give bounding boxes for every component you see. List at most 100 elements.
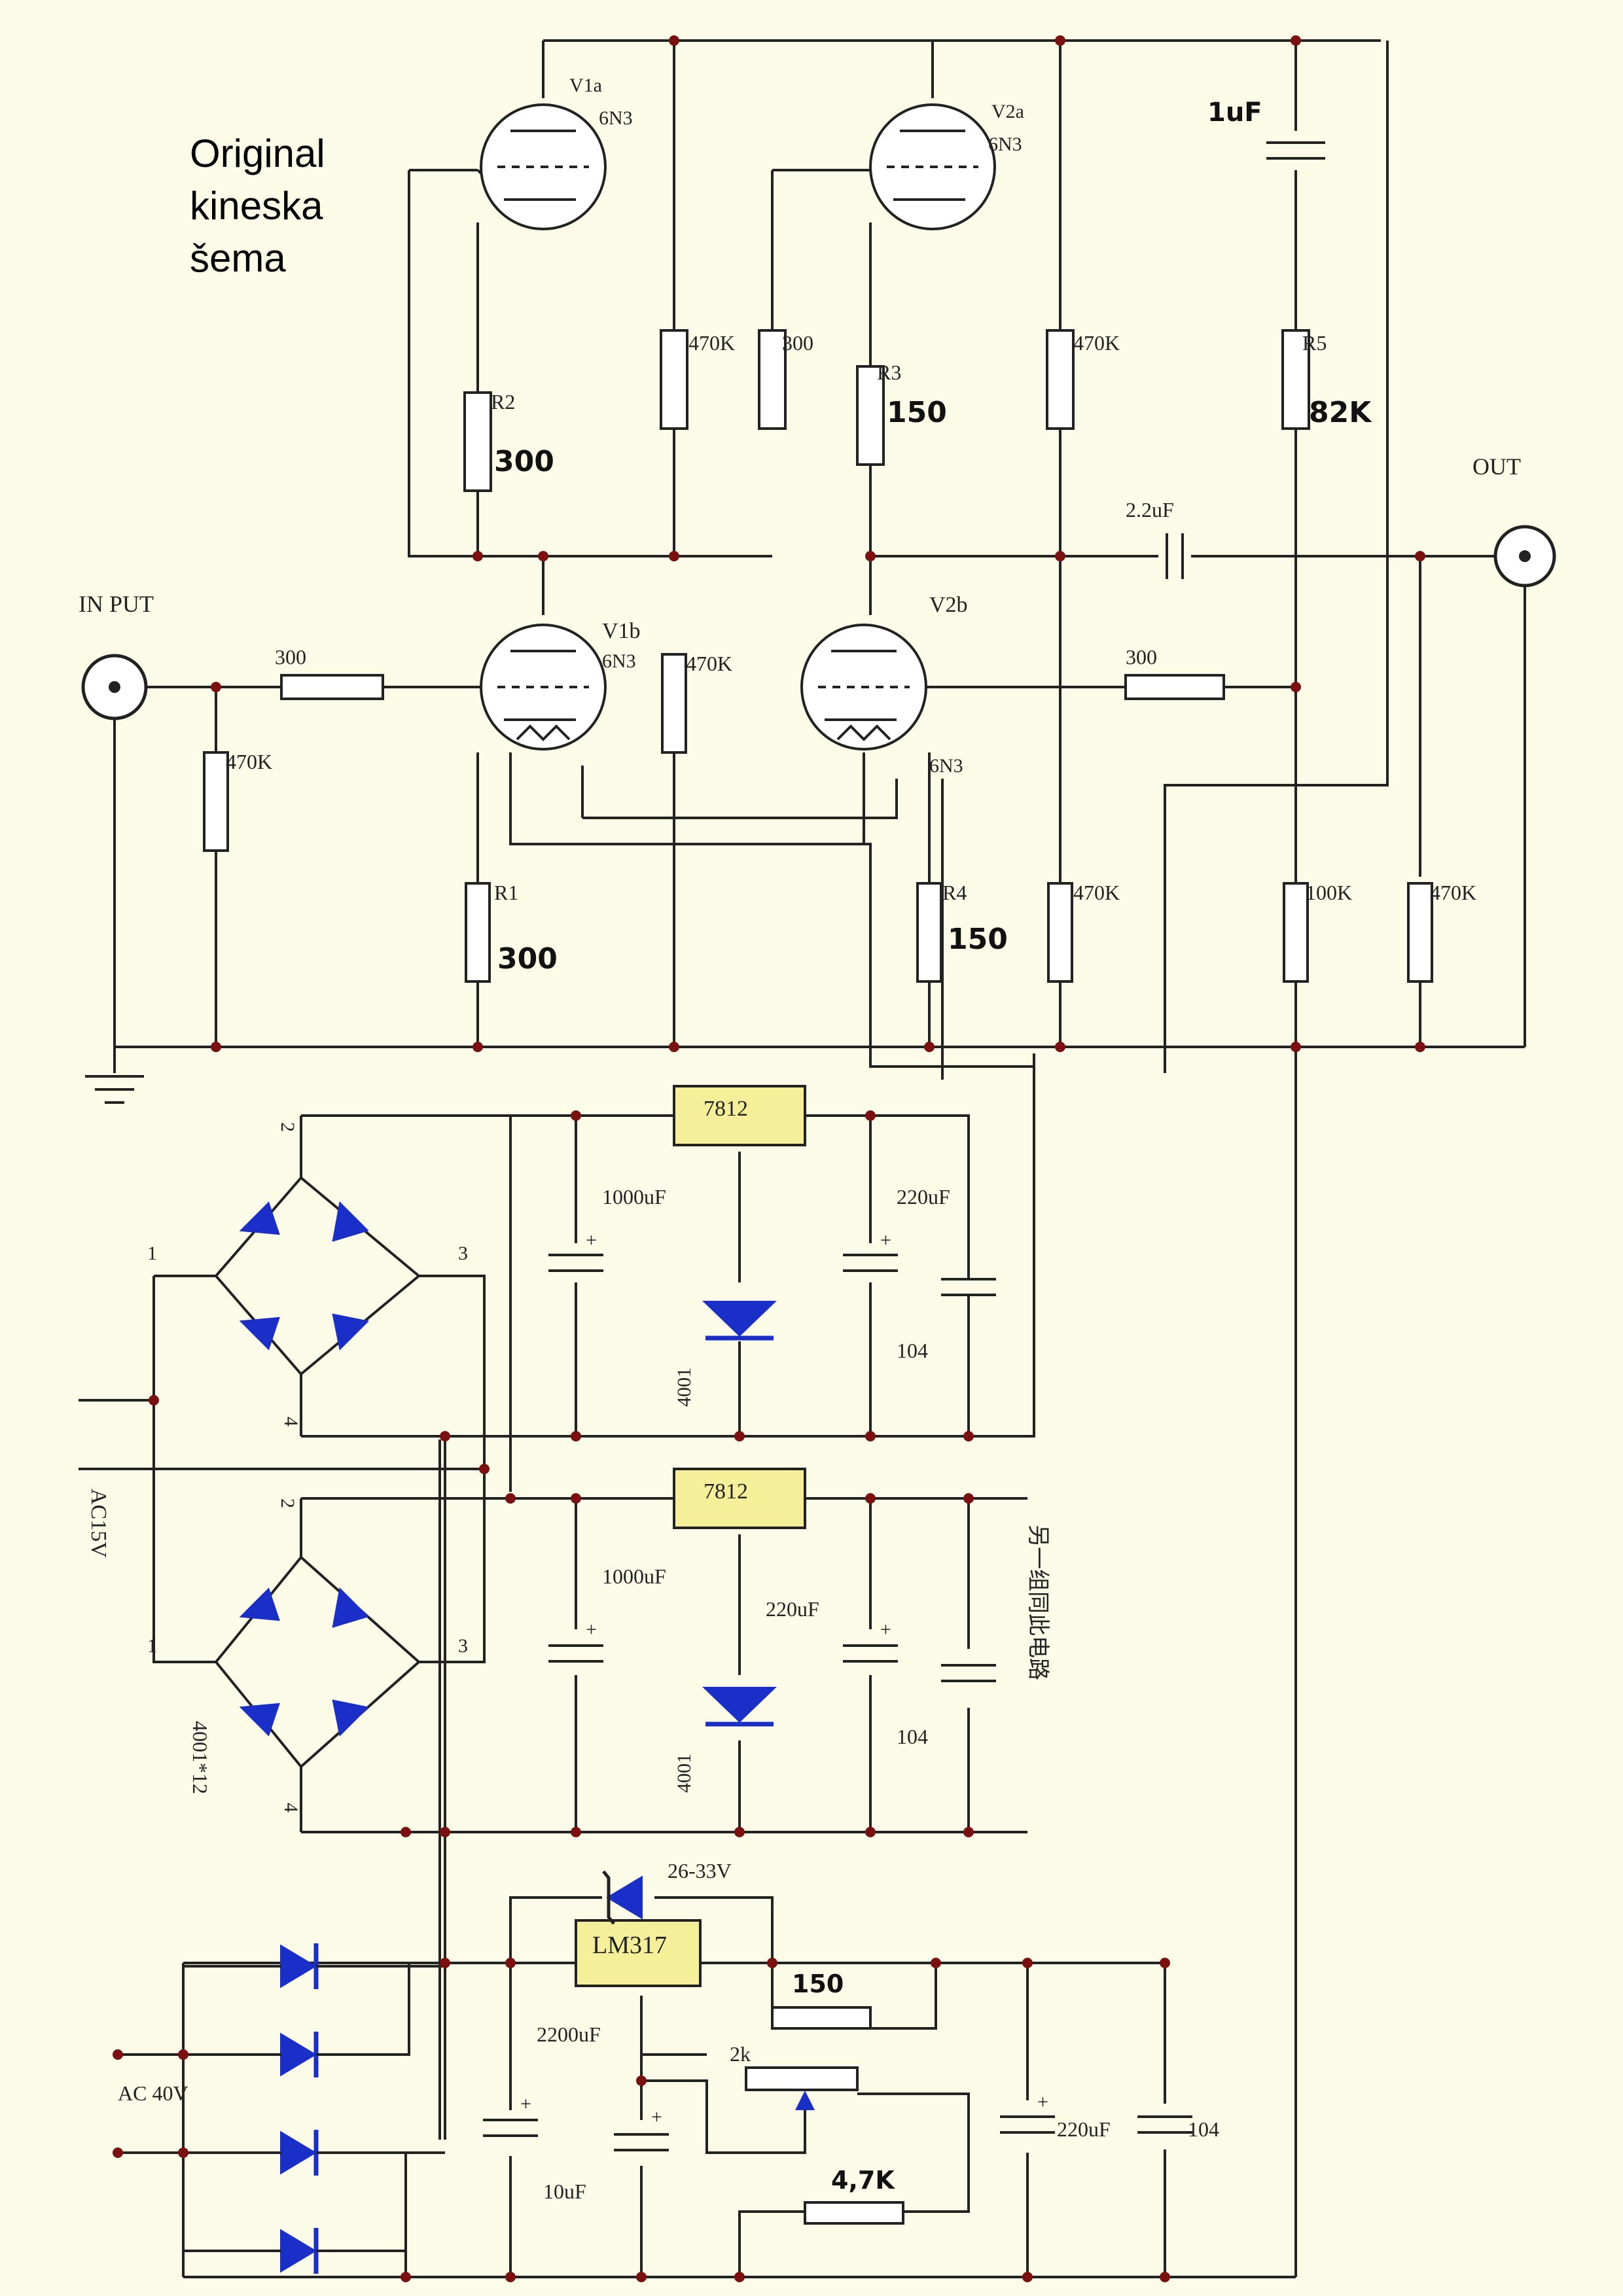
r-470k-top-b: 470K xyxy=(1073,331,1120,355)
resistor-470k-top-a xyxy=(660,329,688,430)
zener-diode xyxy=(602,1870,643,1925)
svg-text:+: + xyxy=(520,2093,531,2115)
resistor-r2 xyxy=(463,391,492,492)
ground-symbol xyxy=(85,1075,144,1104)
r4-name: R4 xyxy=(942,881,967,904)
tube-v2a-type: 6N3 xyxy=(988,133,1022,155)
vacuum-tubes xyxy=(480,103,996,751)
resistor-r4 xyxy=(916,882,942,983)
diode-b-label: 4001 xyxy=(673,1754,695,1793)
capacitor-220uf-a: + xyxy=(841,1229,900,1282)
capacitor-220uf-b: + xyxy=(841,1619,900,1675)
pin-2b: 2 xyxy=(277,1498,298,1508)
capacitor-2.2uf xyxy=(1158,533,1191,579)
diodes xyxy=(183,1176,777,2274)
resistor-4k7 xyxy=(804,2201,904,2225)
note-line-2: kineska xyxy=(190,184,323,228)
capacitor-104-b xyxy=(939,1652,998,1698)
r1-name: R1 xyxy=(494,881,518,904)
r-150-label: 150 xyxy=(792,1969,844,1998)
wires xyxy=(79,39,1526,2278)
r3-name: R3 xyxy=(877,361,901,384)
reg3-label: LM317 xyxy=(592,1932,667,1959)
cap-104-c-label: 104 xyxy=(1188,2117,1219,2141)
cap-1000-b: 1000uF xyxy=(602,1564,666,1588)
r-in-series: 300 xyxy=(275,645,306,669)
tube-v1a xyxy=(480,103,607,230)
cap-2200-label: 2200uF xyxy=(537,2022,601,2046)
capacitor-220uf-c: + xyxy=(998,2091,1057,2153)
junction-dots xyxy=(113,35,1425,2282)
labels: Original kineska šema V1a 6N3 V2a 6N3 V1… xyxy=(79,75,1521,2203)
diode-a-label: 4001 xyxy=(673,1368,695,1407)
pot-wiper-arrow xyxy=(795,2091,815,2110)
resistor-r3 xyxy=(856,365,885,466)
tube-v2a-name: V2a xyxy=(991,101,1024,122)
r2-value: 300 xyxy=(494,445,554,478)
resistor-input-shunt xyxy=(203,751,229,852)
diode-4001-b xyxy=(702,1687,777,1727)
connectors xyxy=(81,525,1556,1104)
r3-value: 150 xyxy=(887,396,947,429)
resistor-470k-bot-a xyxy=(1047,882,1073,983)
reg1-label: 7812 xyxy=(704,1097,748,1121)
r5-name: R5 xyxy=(1302,331,1327,355)
bridge-diodes-label: 4001*12 xyxy=(188,1721,212,1794)
bridge-rectifier-2 xyxy=(214,1555,421,1769)
r-100k: 100K xyxy=(1306,881,1352,904)
output-jack[interactable] xyxy=(1493,525,1556,588)
svg-text:+: + xyxy=(880,1229,891,1251)
note-line-3: šema xyxy=(190,236,286,280)
resistor-470k-mid xyxy=(661,653,687,754)
tube-v1b-name: V1b xyxy=(602,619,641,643)
pot-2k-label: 2k xyxy=(730,2042,751,2066)
tube-v2b-name: V2b xyxy=(929,593,968,617)
input-label: IN PUT xyxy=(79,591,154,617)
r-4k7-label: 4,7K xyxy=(831,2166,895,2195)
c-out-value: 2.2uF xyxy=(1126,498,1174,521)
resistor-470k-top-b xyxy=(1046,329,1075,430)
pin-2a: 2 xyxy=(277,1122,298,1132)
capacitor-1000uf-b: + xyxy=(546,1619,605,1675)
r-300-fb: 300 xyxy=(1126,645,1157,669)
tube-v1a-name: V1a xyxy=(569,75,602,96)
cap-104-a: 104 xyxy=(897,1339,928,1362)
output-label: OUT xyxy=(1472,453,1521,480)
input-jack[interactable] xyxy=(81,654,148,720)
resistor-r5 xyxy=(1281,329,1310,430)
resistor-100k xyxy=(1283,882,1309,983)
regulator-7812-a xyxy=(673,1085,806,1146)
cap-220-b: 220uF xyxy=(766,1597,819,1621)
resistor-300-top xyxy=(758,329,787,430)
resistor-300-feedback xyxy=(1124,674,1225,700)
regulators xyxy=(575,1085,806,1987)
cap-104-b: 104 xyxy=(897,1725,928,1748)
c-top-value: 1uF xyxy=(1207,97,1262,128)
tube-v1b xyxy=(480,624,607,751)
tube-v2b xyxy=(800,624,927,751)
capacitor-2200uf: + xyxy=(481,2093,540,2156)
resistor-150 xyxy=(771,2006,872,2030)
capacitor-10uf: + xyxy=(612,2106,671,2166)
tube-v1a-type: 6N3 xyxy=(599,107,633,129)
capacitor-1000uf-a: + xyxy=(546,1229,605,1282)
pin-4b: 4 xyxy=(280,1803,302,1812)
resistors xyxy=(203,329,1433,2225)
pin-1b: 1 xyxy=(147,1635,157,1657)
cap-220-c-label: 220uF xyxy=(1057,2117,1111,2141)
r-in-shunt: 470K xyxy=(226,750,272,773)
tube-v2a xyxy=(869,103,996,230)
capacitor-1uf xyxy=(1263,131,1329,170)
regulator-7812-b xyxy=(673,1468,806,1529)
cap-10-label: 10uF xyxy=(543,2180,586,2203)
capacitor-104-c xyxy=(1135,2104,1194,2149)
ac40v-label: AC 40V xyxy=(118,2081,188,2105)
resistor-470k-bot-b xyxy=(1407,882,1433,983)
r-470k-mid: 470K xyxy=(686,652,732,675)
tube-v2b-type: 6N3 xyxy=(929,755,963,777)
svg-text:+: + xyxy=(1037,2091,1048,2113)
diode-4001-a xyxy=(702,1301,777,1341)
r2-name: R2 xyxy=(491,390,515,414)
